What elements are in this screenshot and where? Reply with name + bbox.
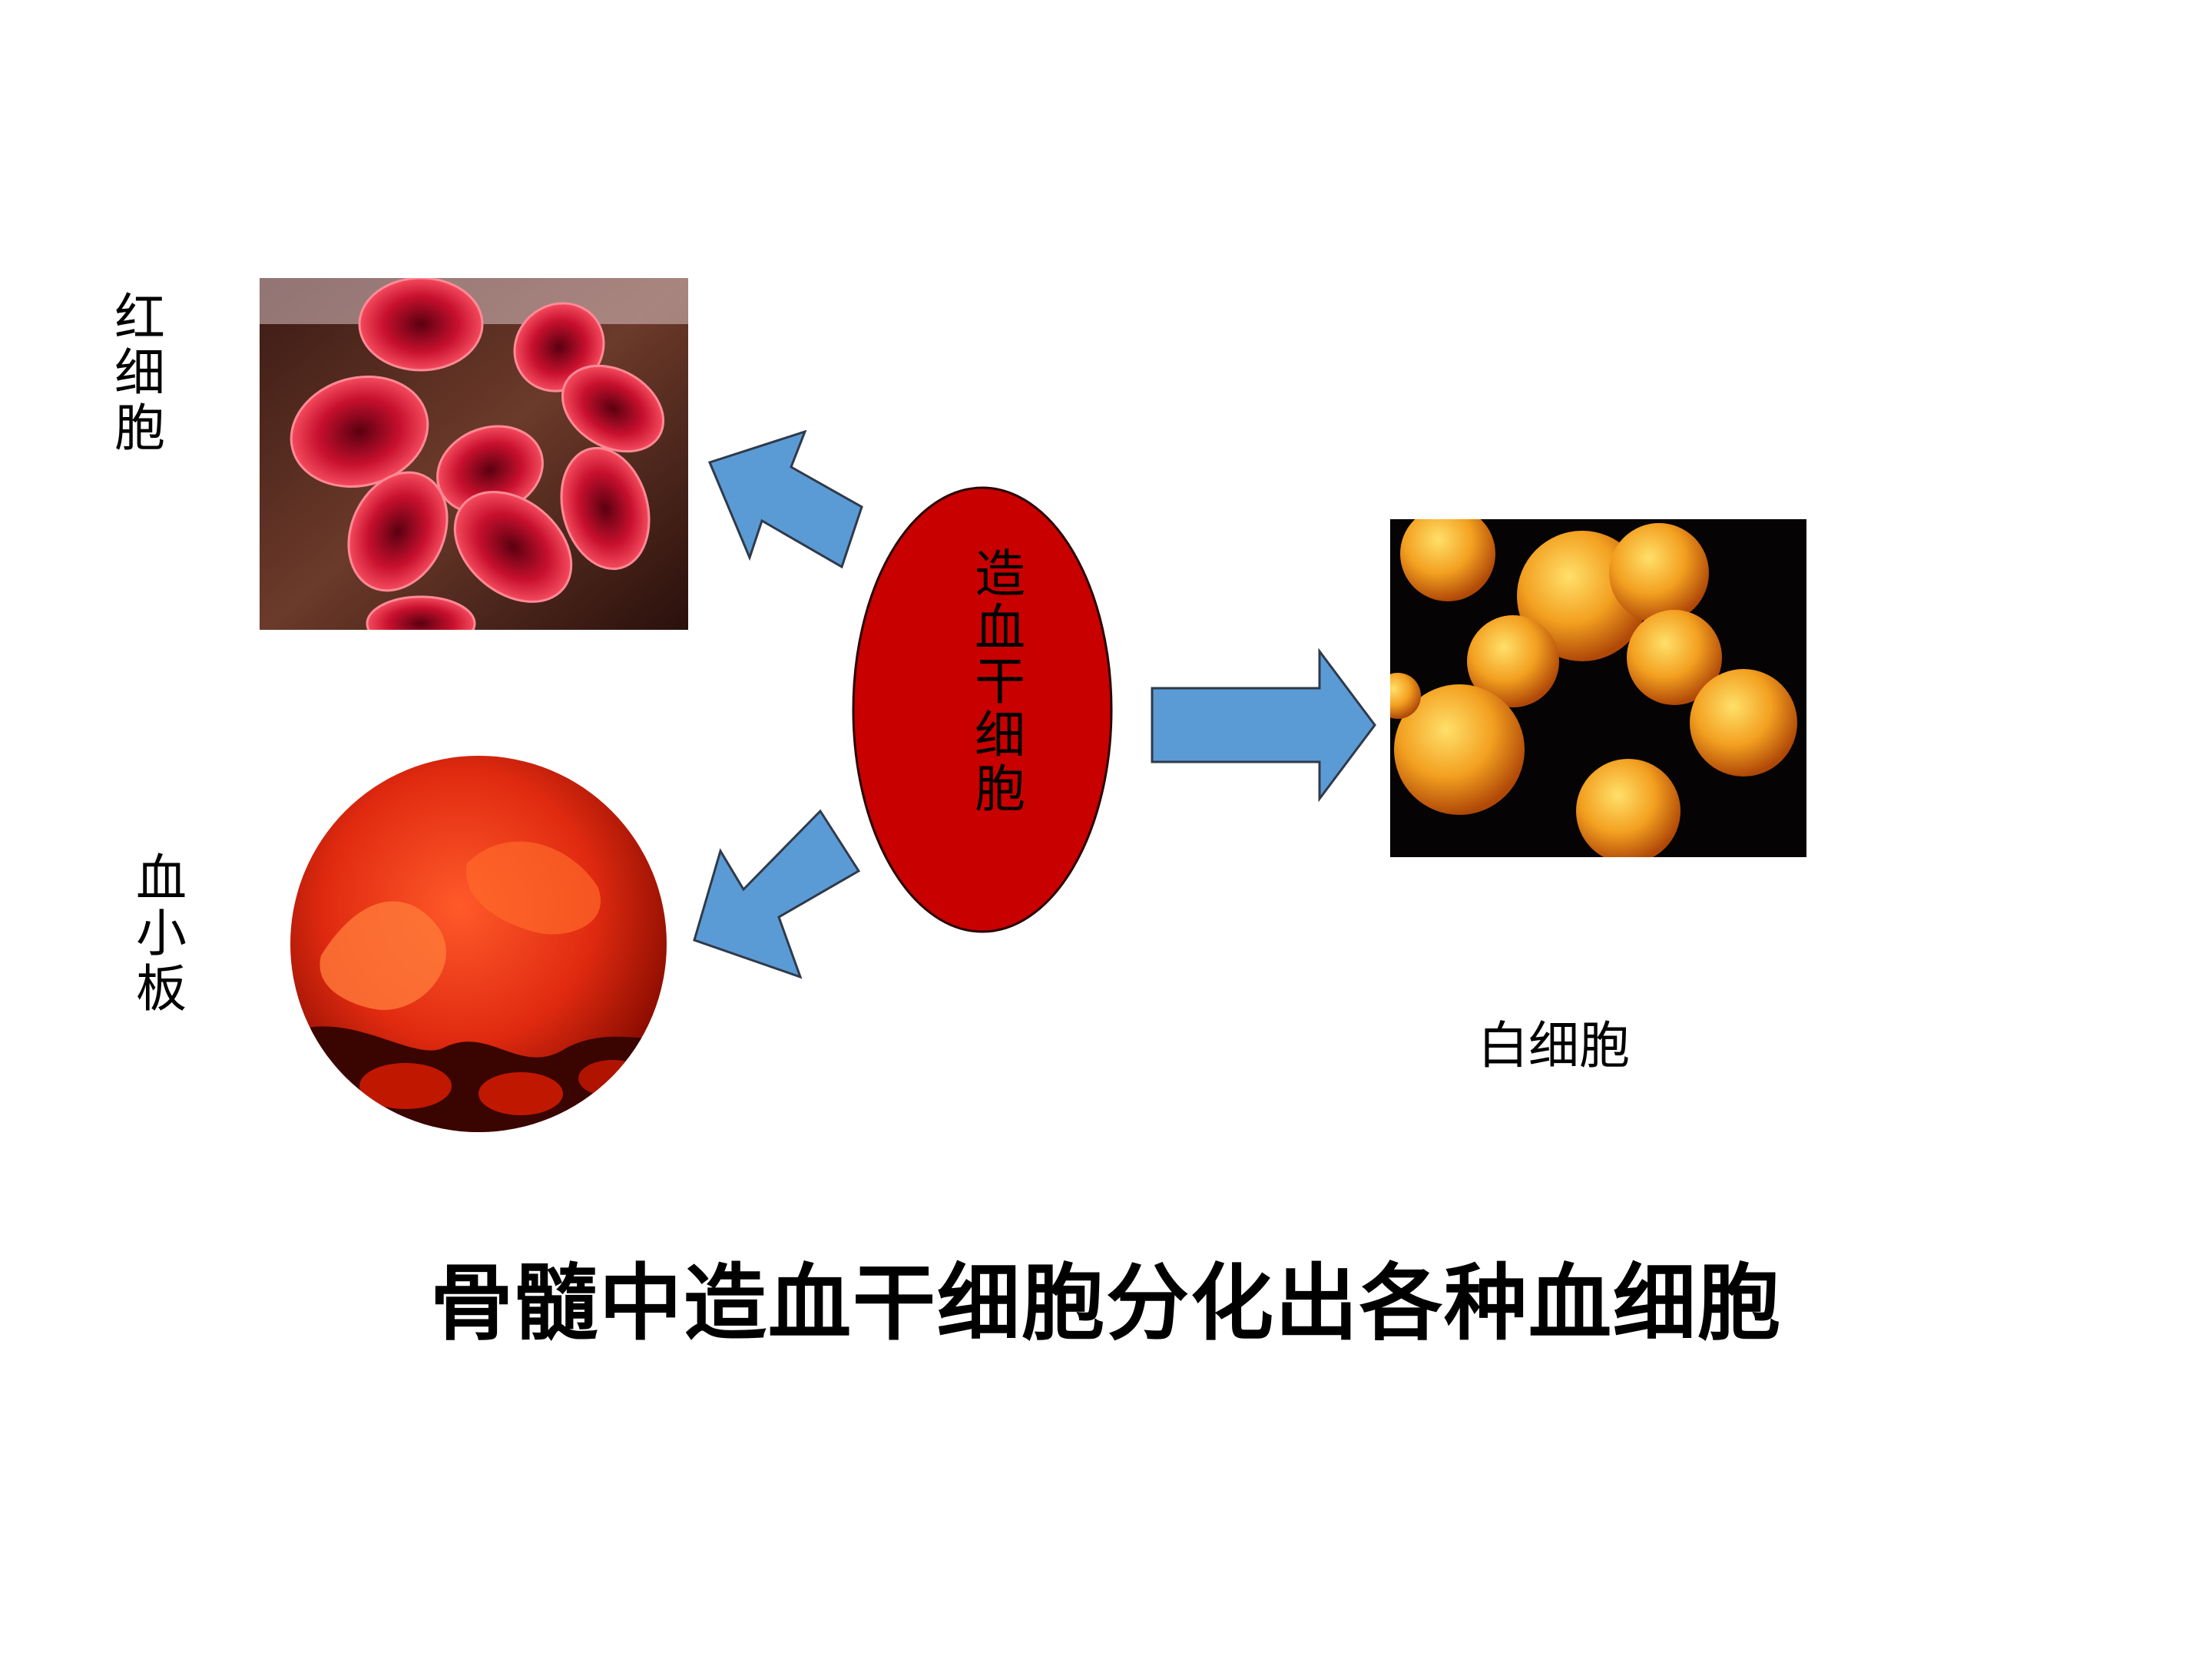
red-blood-cells-photo (260, 278, 688, 630)
arrow-to-platelet (693, 809, 861, 979)
stem-cell-label: 造血干细胞 (966, 547, 1025, 816)
white-blood-cell-label: 白细胞 (1478, 1016, 1630, 1075)
white-blood-cells-photo (1390, 519, 1806, 857)
diagram-title: 骨髓中造血干细胞分化出各种血细胞 (430, 1255, 1783, 1352)
platelet-label: 血小板 (127, 851, 187, 1017)
platelet-photo (290, 756, 667, 1132)
stem-cell-ellipse (852, 486, 1113, 933)
red-blood-cell-label: 红细胞 (106, 290, 165, 456)
arrow-to-white-blood-cell (1151, 648, 1376, 802)
arrow-to-red-blood-cell (707, 430, 863, 569)
